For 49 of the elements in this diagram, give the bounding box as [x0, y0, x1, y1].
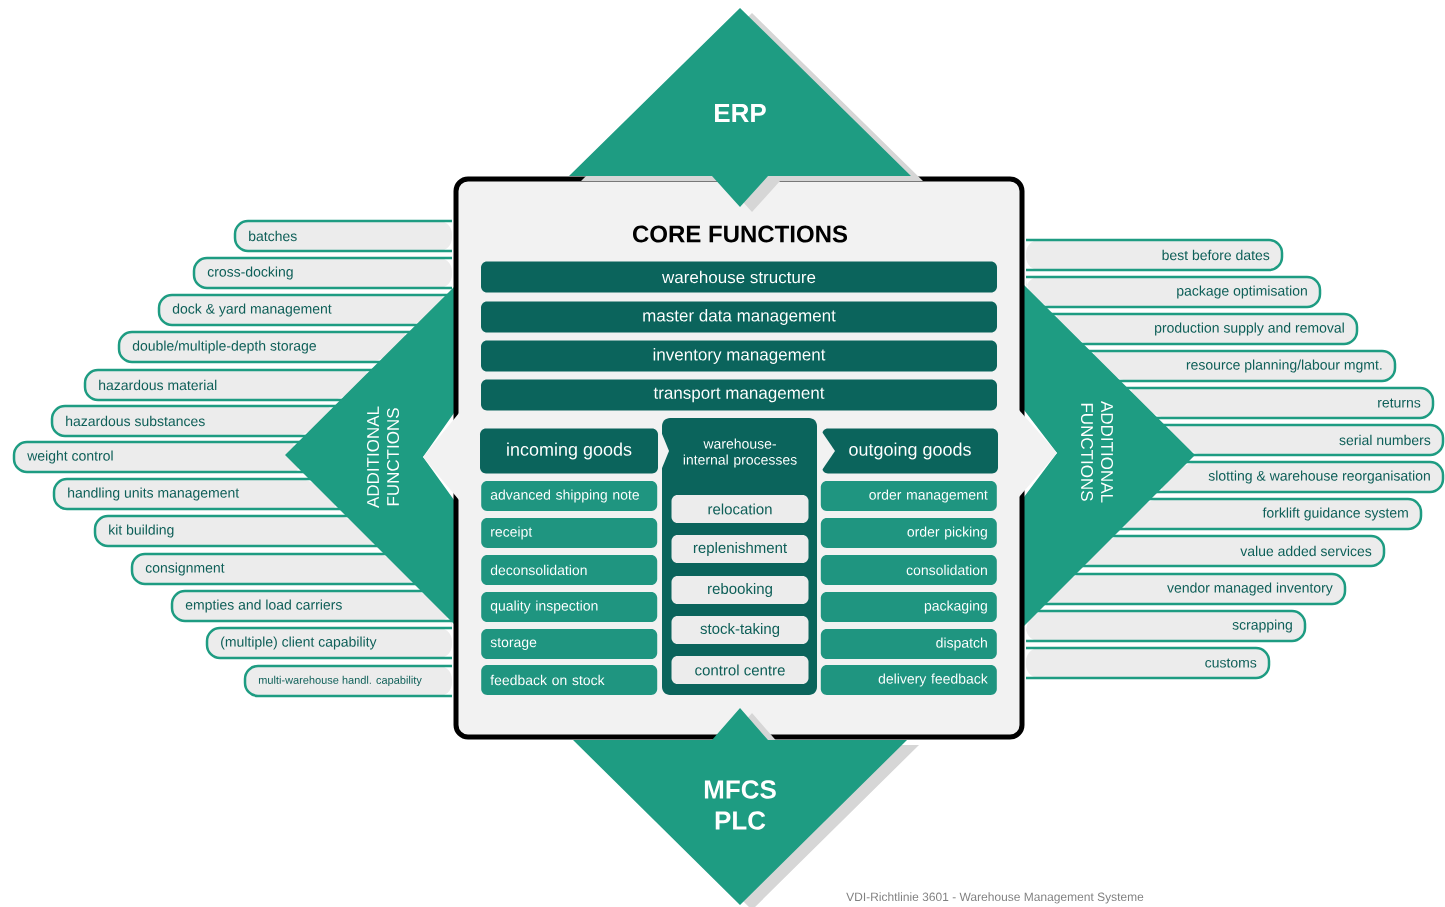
process-bar: quality inspection — [481, 592, 658, 622]
function-bar: master data management — [481, 301, 997, 333]
function-pill: hazardous substances — [50, 404, 337, 438]
process-bar: deconsolidation — [481, 555, 658, 585]
function-pill: cross-docking — [192, 256, 452, 290]
function-bar: warehouse structure — [481, 261, 997, 293]
function-pill: (multiple) client capability — [205, 626, 452, 660]
function-pill: double/multiple-depth storage — [117, 330, 412, 364]
process-bar: receipt — [481, 518, 658, 548]
process-pill: rebooking — [671, 576, 809, 604]
function-pill: consignment — [130, 552, 418, 586]
process-bar: advanced shipping note — [481, 481, 658, 511]
function-bar: transport management — [481, 379, 997, 411]
diamond-segment: ERP — [569, 8, 923, 212]
process-pill: stock-taking — [671, 616, 809, 644]
function-pill: handling units management — [52, 477, 342, 511]
function-pill: value added services — [1080, 534, 1386, 568]
function-pill: production supply and removal — [1049, 312, 1359, 346]
function-pill: serial numbers — [1162, 423, 1445, 457]
process-bar: dispatch — [820, 629, 997, 659]
function-pill: vendor managed inventory — [1041, 572, 1347, 606]
function-pill: customs — [1026, 646, 1271, 680]
header-box: outgoing goods — [820, 428, 998, 474]
function-pill: dock & yard management — [157, 293, 450, 327]
function-pill: hazardous material — [83, 368, 374, 402]
process-bar: order picking — [820, 518, 997, 548]
function-pill: returns — [1125, 386, 1435, 420]
function-pill: resource planning/labour mgmt. — [1087, 349, 1397, 383]
process-pill: control centre — [671, 656, 809, 684]
process-bar: delivery feedback — [820, 665, 997, 695]
function-pill: kit building — [93, 514, 380, 548]
process-bar: feedback on stock — [481, 665, 658, 695]
function-pill: batches — [233, 219, 452, 253]
process-pill: replenishment — [671, 535, 809, 563]
header-box: incoming goods — [480, 428, 658, 474]
process-bar: packaging — [820, 592, 997, 622]
function-bar: inventory management — [481, 340, 997, 372]
function-pill: weight control — [12, 440, 305, 474]
function-pill: slotting & warehouse reorganisation — [1155, 460, 1445, 494]
function-pill: forklift guidance system — [1117, 497, 1423, 531]
process-pill: relocation — [671, 495, 809, 523]
function-pill: best before dates — [1026, 238, 1284, 272]
function-pill: multi-warehouse handl. capability — [243, 664, 452, 698]
function-pill: scrapping — [1025, 609, 1307, 643]
process-bar: consolidation — [820, 555, 997, 585]
function-pill: package optimisation — [1026, 275, 1322, 309]
process-bar: storage — [481, 629, 658, 659]
function-pill: empties and load carriers — [170, 589, 452, 631]
process-bar: order management — [820, 481, 997, 511]
